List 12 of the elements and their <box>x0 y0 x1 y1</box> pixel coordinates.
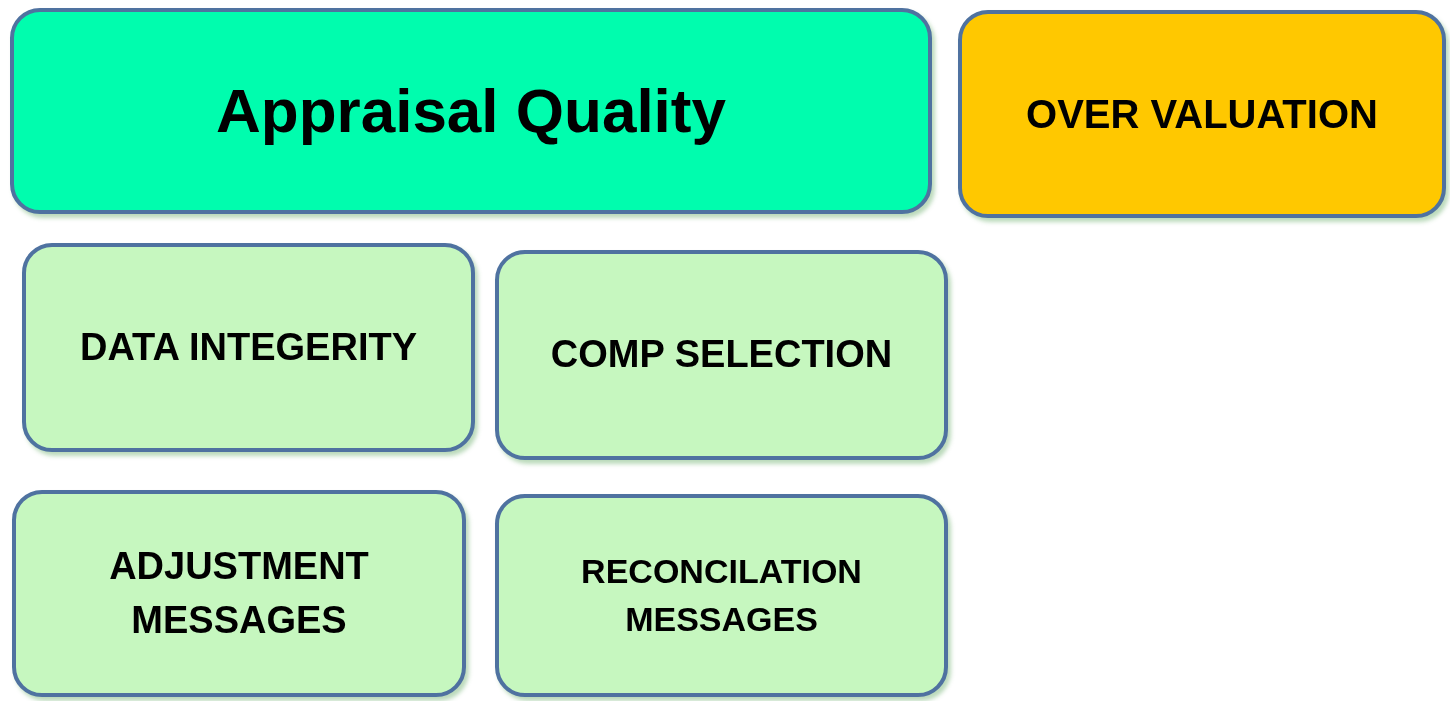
box-label: Appraisal Quality <box>216 74 726 147</box>
box-label: RECONCILATION MESSAGES <box>580 550 863 640</box>
category-box <box>495 494 948 697</box>
box-label: COMP SELECTION <box>550 332 893 378</box>
category-box <box>12 490 466 697</box>
box-label: ADJUSTMENT MESSAGES <box>108 544 370 643</box>
category-box <box>22 243 475 452</box>
box-label: DATA INTEGERITY <box>79 324 418 370</box>
category-box <box>495 250 948 460</box>
box-label: OVER VALUATION <box>1026 91 1378 138</box>
category-box <box>958 10 1446 218</box>
title-box <box>10 8 932 214</box>
